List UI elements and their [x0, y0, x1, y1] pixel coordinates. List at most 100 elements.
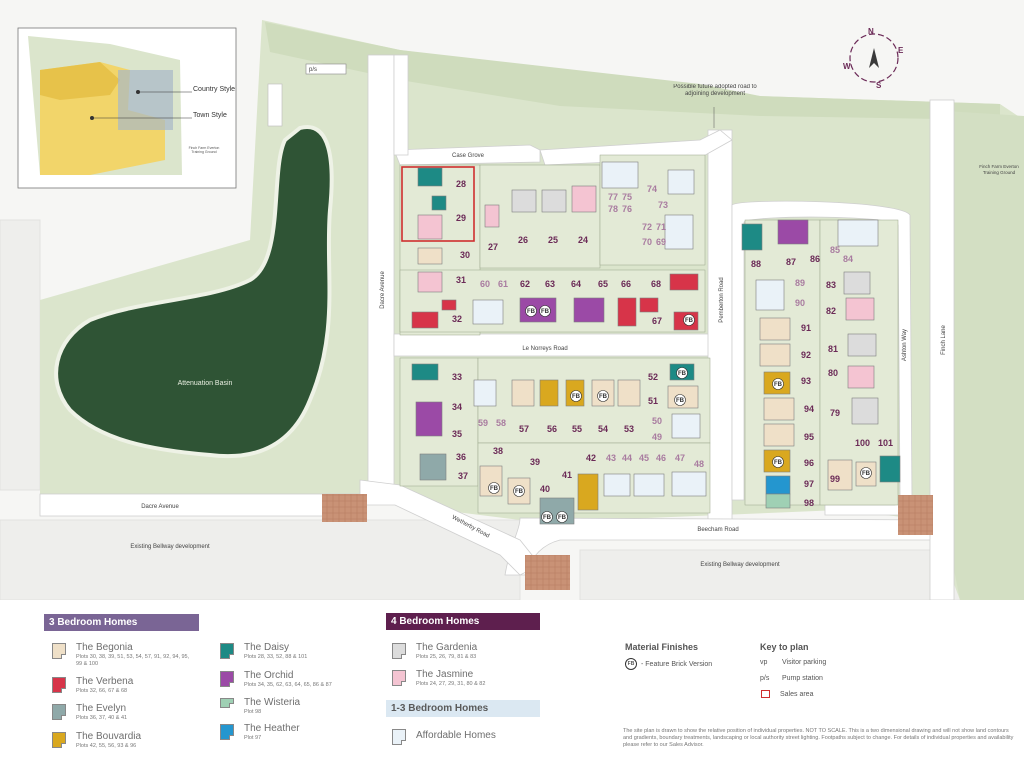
site-plan-map: Attenuation Basin p/s Case Grove Le Norr… — [0, 0, 1024, 600]
legend-orchid: The Orchid Plots 34, 35, 62, 63, 64, 65,… — [220, 670, 332, 689]
plot-28: 28 — [456, 179, 466, 189]
house-33 — [411, 363, 439, 381]
house-84-85 — [837, 219, 879, 247]
house-83 — [843, 271, 871, 295]
compass: N E S W — [843, 27, 904, 90]
plot-93: 93 — [801, 376, 811, 386]
plot-60: 60 — [480, 279, 490, 289]
fb-key-row: FB - Feature Brick Version — [625, 658, 712, 670]
dacre-avenue-h-label: Dacre Avenue — [141, 504, 179, 510]
house-80 — [847, 365, 875, 389]
house-92 — [759, 343, 791, 367]
house-76-78 — [601, 161, 639, 189]
plot-76: 76 — [622, 204, 632, 214]
plot-59: 59 — [478, 418, 488, 428]
dacre-avenue-v-label: Dacre Avenue — [380, 271, 386, 309]
legend-gardenia: The Gardenia Plots 25, 26, 79, 81 & 83 — [392, 642, 477, 661]
house-91 — [759, 317, 791, 341]
house-27 — [484, 204, 500, 228]
house-58-59 — [473, 379, 497, 407]
plot-26: 26 — [518, 235, 528, 245]
jasmine-swatch — [392, 670, 406, 686]
plot-34: 34 — [452, 402, 462, 412]
plot-72: 72 — [642, 222, 652, 232]
plot-41: 41 — [562, 470, 572, 480]
bouvardia-swatch — [52, 732, 66, 748]
svg-text:FB: FB — [490, 486, 499, 492]
plot-65: 65 — [598, 279, 608, 289]
house-42 — [577, 473, 599, 511]
basin-path — [54, 124, 334, 459]
plot-35: 35 — [452, 429, 462, 439]
plot-70: 70 — [642, 237, 652, 247]
plot-27: 27 — [488, 242, 498, 252]
house-79 — [851, 397, 879, 425]
paving-south — [525, 555, 570, 590]
tree-belt-north — [265, 22, 1000, 120]
plot-44: 44 — [622, 453, 632, 463]
evelyn-swatch — [52, 704, 66, 720]
one-three-bed-heading: 1-3 Bedroom Homes — [386, 700, 540, 717]
four-bed-heading: 4 Bedroom Homes — [386, 613, 540, 630]
beecham-road-label: Beecham Road — [697, 527, 738, 533]
gardenia-swatch — [392, 643, 406, 659]
legend-evelyn: The Evelyn Plots 36, 37, 40 & 41 — [52, 703, 127, 722]
feature-brick-markers: FB FB FB FB FB FB FB FB FB FB FB FB FB F… — [488, 305, 872, 523]
house-88 — [741, 223, 763, 251]
svg-text:FB: FB — [599, 394, 608, 400]
svg-text:FB: FB — [774, 382, 783, 388]
compass-e: E — [898, 46, 904, 55]
plot-96: 96 — [804, 458, 814, 468]
plot-37: 37 — [458, 471, 468, 481]
pemberton-road-label: Pemberton Road — [719, 277, 725, 322]
plot-101: 101 — [878, 438, 893, 448]
house-53 — [617, 379, 641, 407]
disclaimer-text: The site plan is drawn to show the relat… — [623, 728, 1014, 748]
plot-50: 50 — [652, 416, 662, 426]
svg-text:FB: FB — [862, 471, 871, 477]
plot-97: 97 — [804, 479, 814, 489]
north-arrow-icon — [869, 48, 879, 68]
plot-94: 94 — [804, 404, 814, 414]
house-31 — [417, 271, 443, 293]
plot-53: 53 — [624, 424, 634, 434]
plot-84: 84 — [843, 254, 853, 264]
three-bed-heading: 3 Bedroom Homes — [44, 614, 199, 631]
legend-affordable: Affordable Homes — [392, 728, 496, 745]
existing-housing-bg — [0, 219, 961, 600]
plot-58: 58 — [496, 418, 506, 428]
plot-98: 98 — [804, 498, 814, 508]
house-60-61 — [472, 299, 504, 325]
svg-text:FB: FB — [515, 489, 524, 495]
house-56 — [539, 379, 559, 407]
house-69-72 — [664, 214, 694, 250]
plot-68: 68 — [651, 279, 661, 289]
inset-country-style-label: Country Style — [193, 86, 235, 93]
house-34-35 — [415, 401, 443, 437]
svg-text:FB: FB — [543, 515, 552, 521]
plot-87: 87 — [786, 257, 796, 267]
house-81 — [847, 333, 877, 357]
legend-panel: 3 Bedroom Homes The Begonia Plots 30, 38… — [0, 600, 1024, 770]
plot-61: 61 — [498, 279, 508, 289]
key-to-plan-heading: Key to plan — [760, 642, 809, 652]
inset-finch-farm-label: Finch Farm Everton Training Ground — [188, 146, 220, 155]
pump-station-label: p/s — [309, 67, 317, 73]
plot-90: 90 — [795, 298, 805, 308]
plot-29: 29 — [456, 213, 466, 223]
pump-station — [305, 63, 347, 75]
visitor-parking-key: vp Visitor parking — [760, 659, 827, 666]
legend-verbena: The Verbena Plots 32, 66, 67 & 68 — [52, 676, 133, 695]
finch-farm-note: Finch Farm Everton Training Ground — [979, 164, 1019, 175]
plot-89: 89 — [795, 278, 805, 288]
house-82 — [845, 297, 875, 321]
pump-station-key: p/s Pump station — [760, 675, 823, 682]
future-road-note: Possible future adopted road to adjoinin… — [673, 84, 756, 97]
le-norreys-road-label: Le Norreys Road — [522, 346, 567, 352]
house-101 — [879, 455, 901, 483]
sales-area-swatch — [761, 690, 770, 698]
house-95 — [763, 423, 795, 447]
plot-100: 100 — [855, 438, 870, 448]
svg-text:FB: FB — [527, 309, 536, 315]
attenuation-basin-label: Attenuation Basin — [178, 380, 233, 387]
